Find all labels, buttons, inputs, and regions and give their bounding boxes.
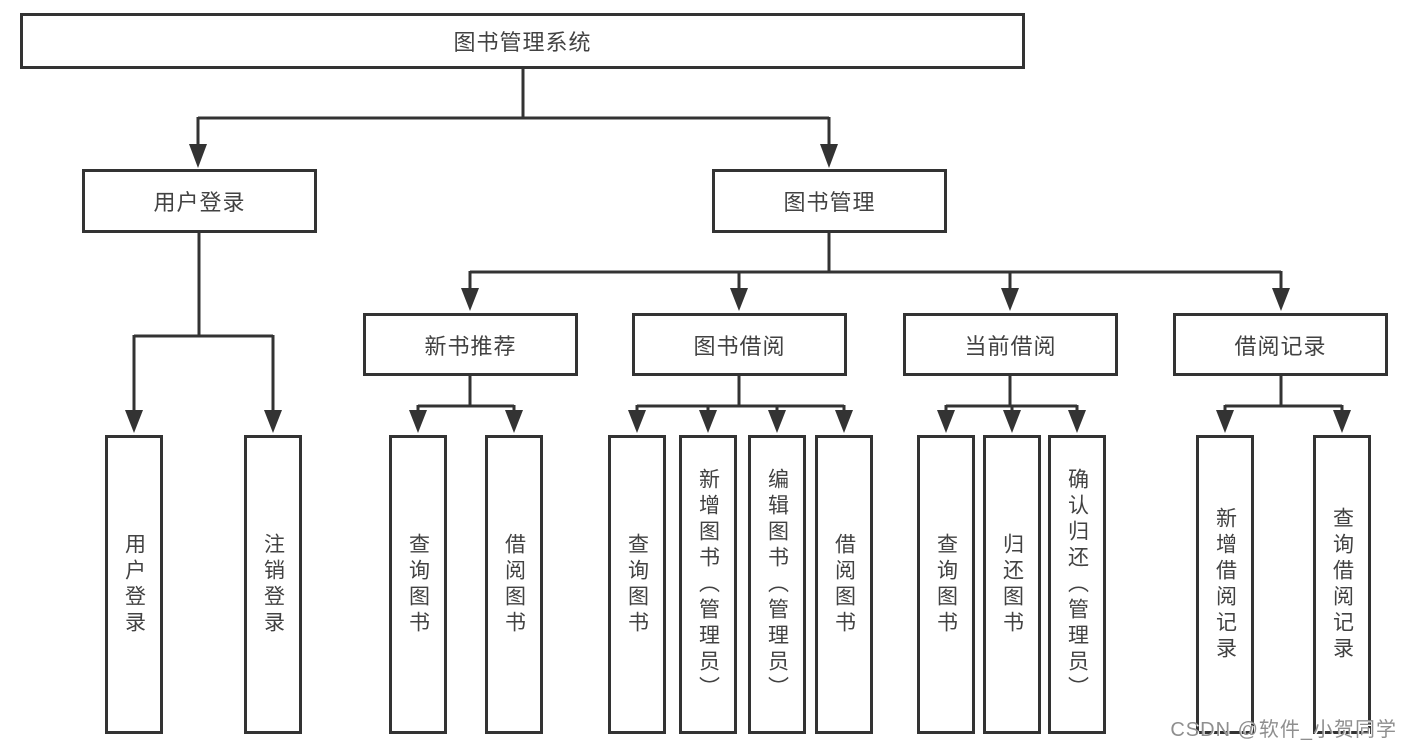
arrowhead — [461, 288, 479, 311]
node-book-borrowing: 图书借阅 — [632, 313, 847, 376]
leaf-label: 注销登录 — [261, 532, 285, 637]
leaf-node-edit-books-admin: 编辑图书（管理员） — [748, 435, 806, 734]
edges-current-borrowing-to-leaves — [937, 376, 1086, 433]
arrowhead — [189, 144, 207, 168]
leaf-node-query-borrow-record: 查询借阅记录 — [1313, 435, 1371, 734]
arrowhead — [1003, 410, 1021, 433]
edges-book-borrowing-to-leaves — [628, 376, 853, 433]
leaf-node-query-books-borrowing: 查询图书 — [608, 435, 666, 734]
node-label: 图书借阅 — [693, 333, 786, 359]
leaf-node-add-borrow-record: 新增借阅记录 — [1196, 435, 1254, 734]
leaf-label: 新增借阅记录 — [1213, 506, 1237, 663]
leaf-node-query-books-recommend: 查询图书 — [389, 435, 447, 734]
node-label: 借阅记录 — [1234, 333, 1327, 359]
leaf-label: 借阅图书 — [502, 532, 526, 637]
leaf-label: 新增图书（管理员） — [696, 467, 720, 702]
arrowhead — [835, 410, 853, 433]
edges-borrowing-records-to-leaves — [1216, 376, 1351, 433]
arrowhead — [768, 410, 786, 433]
edges-user-login-to-leaves — [125, 233, 282, 433]
node-label: 当前借阅 — [964, 333, 1057, 359]
node-label: 新书推荐 — [424, 333, 517, 359]
edges-root-to-level2 — [189, 69, 838, 168]
arrowhead — [1216, 410, 1234, 433]
node-current-borrowing: 当前借阅 — [903, 313, 1118, 376]
arrowhead — [1272, 288, 1290, 311]
leaf-label: 确认归还（管理员） — [1065, 467, 1089, 702]
leaf-node-logout: 注销登录 — [244, 435, 302, 734]
arrowhead — [730, 288, 748, 311]
watermark: CSDN @软件_小贺同学 — [1170, 719, 1397, 741]
node-label: 图书管理系统 — [453, 30, 592, 55]
leaf-label: 查询借阅记录 — [1330, 506, 1354, 663]
node-library-management-system: 图书管理系统 — [20, 13, 1025, 69]
node-book-management: 图书管理 — [712, 169, 947, 233]
arrowhead — [505, 410, 523, 433]
arrowhead — [1068, 410, 1086, 433]
node-label: 用户登录 — [153, 190, 246, 215]
arrowhead — [1333, 410, 1351, 433]
leaf-label: 查询图书 — [625, 532, 649, 637]
node-user-login: 用户登录 — [82, 169, 317, 233]
edges-book-management-to-level3 — [461, 233, 1290, 311]
arrowhead — [409, 410, 427, 433]
node-new-book-recommend: 新书推荐 — [363, 313, 578, 376]
node-borrowing-records: 借阅记录 — [1173, 313, 1388, 376]
arrowhead — [820, 144, 838, 168]
leaf-node-query-books-current: 查询图书 — [917, 435, 975, 734]
leaf-node-user-login: 用户登录 — [105, 435, 163, 734]
leaf-label: 查询图书 — [934, 532, 958, 637]
arrowhead — [628, 410, 646, 433]
leaf-label: 编辑图书（管理员） — [765, 467, 789, 702]
node-label: 图书管理 — [783, 190, 876, 215]
arrowhead — [264, 410, 282, 433]
leaf-label: 查询图书 — [406, 532, 430, 637]
leaf-node-borrow-books: 借阅图书 — [815, 435, 873, 734]
leaf-node-borrow-books-recommend: 借阅图书 — [485, 435, 543, 734]
arrowhead — [699, 410, 717, 433]
arrowhead — [1001, 288, 1019, 311]
leaf-label: 归还图书 — [1000, 532, 1024, 637]
leaf-node-add-books-admin: 新增图书（管理员） — [679, 435, 737, 734]
arrowhead — [125, 410, 143, 433]
leaf-node-return-books: 归还图书 — [983, 435, 1041, 734]
arrowhead — [937, 410, 955, 433]
leaf-node-confirm-return-admin: 确认归还（管理员） — [1048, 435, 1106, 734]
leaf-label: 借阅图书 — [832, 532, 856, 637]
leaf-label: 用户登录 — [122, 532, 146, 637]
edges-new-book-recommend-to-leaves — [409, 376, 523, 433]
